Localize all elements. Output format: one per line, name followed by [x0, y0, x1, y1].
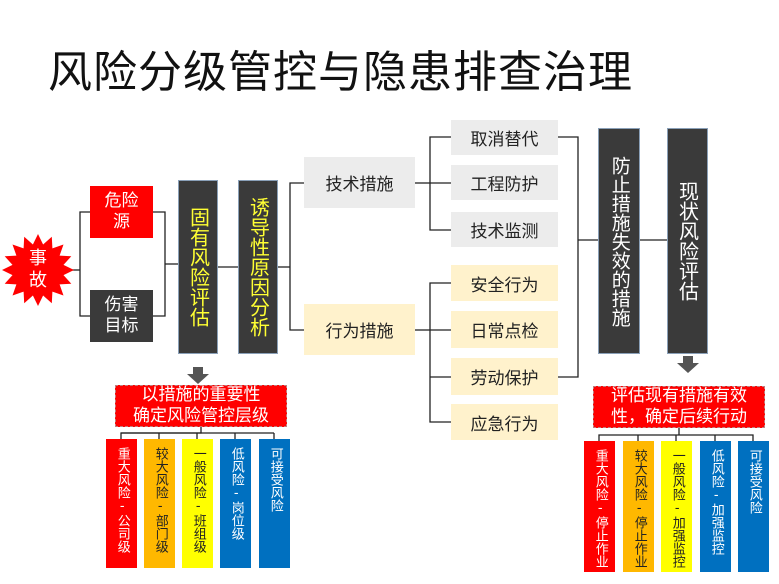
level-box-major: 重大风险-公司级	[106, 439, 137, 568]
arrow-down-icon	[677, 356, 699, 373]
behavior-item-box: 安全行为	[451, 265, 558, 301]
inherent-risk-assessment-box: 固有风险评估	[178, 180, 218, 354]
behavior-item-box: 劳动保护	[451, 358, 558, 395]
action-box-major: 重大风险-停止作业	[584, 441, 615, 572]
action-box-low: 低风险-加强监控	[700, 441, 731, 572]
action-box-general: 一般风险-加强监控	[661, 441, 692, 572]
tech-item-box: 技术监测	[451, 212, 558, 247]
hazard-source-box: 危险源	[90, 186, 153, 238]
level-box-general: 一般风险-班组级	[182, 439, 213, 568]
page-title: 风险分级管控与隐患排查治理	[48, 47, 633, 98]
tech-measures-box: 技术措施	[304, 157, 415, 208]
level-box-acceptable: 可接受风险	[259, 439, 290, 568]
action-box-large: 较大风险-停止作业	[623, 441, 654, 572]
arrow-down-icon	[187, 367, 209, 384]
left-panel-heading: 以措施的重要性确定风险管控层级	[115, 385, 287, 427]
current-risk-assessment-box: 现状风险评估	[667, 128, 708, 354]
behavior-item-box: 日常点检	[451, 311, 558, 348]
harm-target-box: 伤害目标	[90, 290, 153, 342]
action-box-acceptable: 可接受风险	[738, 441, 769, 572]
accident-label: 事故	[29, 248, 47, 291]
behavior-item-box: 应急行为	[451, 404, 558, 440]
cause-analysis-box: 诱导性原因分析	[238, 180, 278, 354]
tech-item-box: 工程防护	[451, 165, 558, 200]
level-box-large: 较大风险-部门级	[144, 439, 175, 568]
prevent-failure-box: 防止措施失效的措施	[598, 128, 640, 354]
tech-item-box: 取消替代	[451, 120, 558, 155]
behavior-measures-box: 行为措施	[304, 304, 415, 355]
accident-starburst	[2, 234, 74, 306]
level-box-low: 低风险-岗位级	[220, 439, 251, 568]
right-panel-heading: 评估现有措施有效性，确定后续行动	[593, 386, 765, 428]
